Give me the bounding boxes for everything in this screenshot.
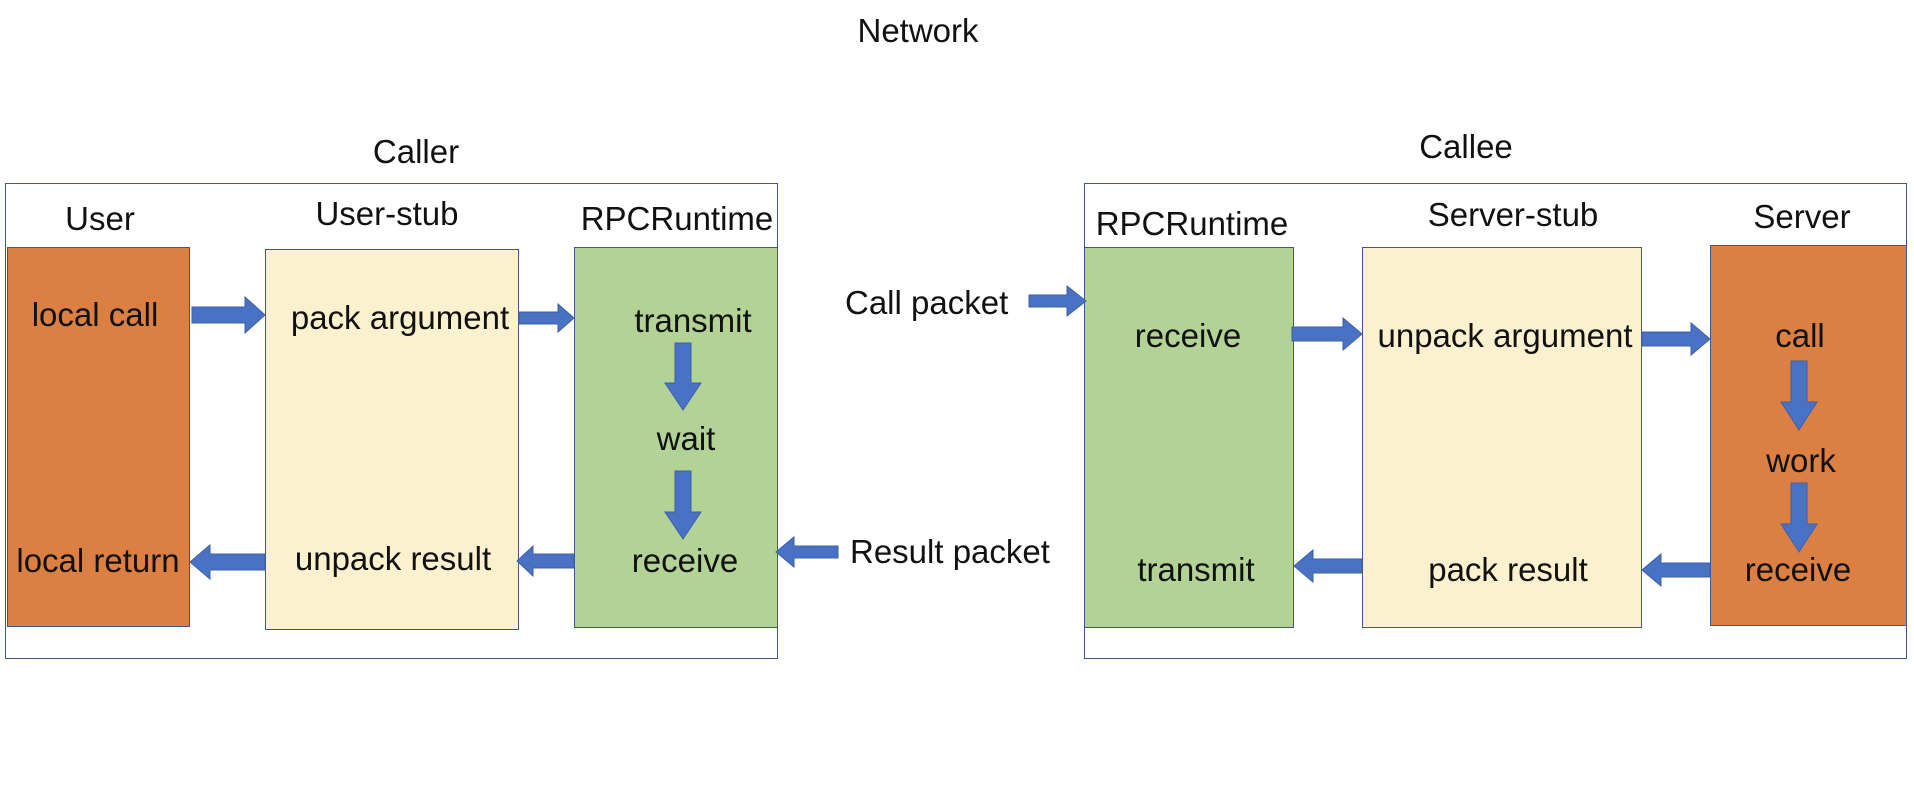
- user-stub-box: [265, 249, 519, 630]
- user-title: User: [65, 200, 135, 237]
- callee-runtime-title: RPCRuntime: [1095, 205, 1289, 242]
- server-stub-pack-result: pack result: [1428, 551, 1588, 588]
- caller-runtime-receive: receive: [631, 542, 739, 579]
- caller-runtime-title: RPCRuntime: [580, 200, 774, 237]
- arrow-down-icon: [1780, 482, 1818, 553]
- callee-runtime-receive: receive: [1134, 317, 1242, 354]
- arrow-right-icon: [1028, 284, 1087, 318]
- server-receive: receive: [1744, 551, 1852, 588]
- server-stub-unpack-argument: unpack argument: [1377, 317, 1633, 354]
- user-stub-unpack-result: unpack result: [294, 540, 492, 577]
- arrow-left-icon: [1293, 548, 1363, 584]
- arrow-right-icon: [1641, 321, 1711, 357]
- caller-runtime-transmit: transmit: [634, 302, 752, 339]
- server-stub-box: [1362, 247, 1642, 628]
- server-title: Server: [1753, 198, 1851, 235]
- user-stub-pack-argument: pack argument: [290, 299, 510, 336]
- arrow-left-icon: [189, 543, 266, 581]
- caller-title: Caller: [372, 133, 460, 170]
- arrow-left-icon: [775, 535, 839, 569]
- caller-runtime-wait: wait: [656, 420, 716, 457]
- caller-runtime-box: [574, 247, 778, 628]
- arrow-right-icon: [1291, 316, 1363, 352]
- arrow-down-icon: [1780, 360, 1818, 431]
- callee-title: Callee: [1419, 128, 1513, 165]
- callee-runtime-box: [1084, 247, 1294, 628]
- result-packet-label: Result packet: [850, 533, 1050, 570]
- diagram-title: Network: [857, 12, 979, 49]
- user-stub-title: User-stub: [315, 195, 459, 232]
- arrow-left-icon: [516, 544, 575, 578]
- arrow-left-icon: [1641, 552, 1711, 588]
- arrow-down-icon: [664, 342, 702, 411]
- server-call: call: [1775, 317, 1825, 354]
- server-box: [1710, 245, 1907, 626]
- server-work: work: [1766, 442, 1836, 479]
- callee-runtime-transmit: transmit: [1137, 551, 1255, 588]
- arrow-right-icon: [191, 295, 266, 335]
- server-stub-title: Server-stub: [1427, 196, 1599, 233]
- user-box: [7, 247, 190, 627]
- user-local-return: local return: [16, 542, 180, 579]
- user-local-call: local call: [31, 296, 159, 333]
- call-packet-label: Call packet: [845, 284, 1009, 321]
- arrow-down-icon: [664, 470, 702, 540]
- arrow-right-icon: [518, 302, 575, 334]
